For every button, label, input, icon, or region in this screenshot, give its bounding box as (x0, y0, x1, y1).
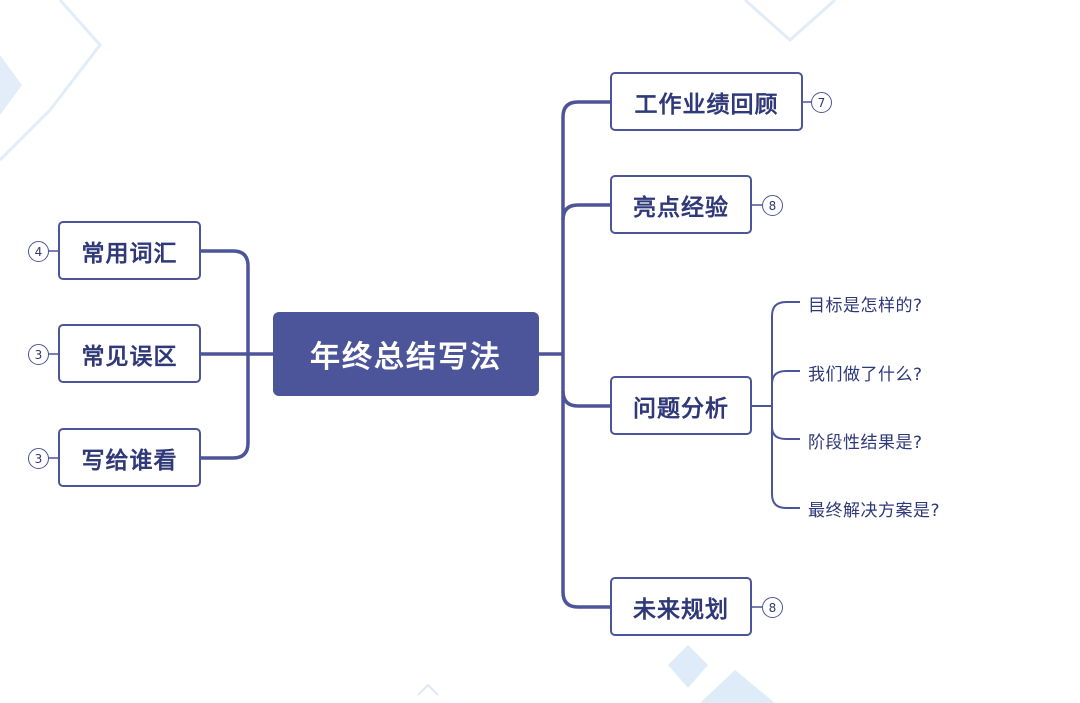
count-badge[interactable]: 8 (762, 195, 783, 216)
branch-label: 问题分析 (633, 395, 729, 422)
connector-line (561, 390, 610, 408)
branch-label: 工作业绩回顾 (634, 91, 779, 118)
branch-label: 常见误区 (81, 343, 178, 370)
branch-node-problem-analysis[interactable]: 问题分析 (610, 376, 752, 435)
branch-label: 亮点经验 (633, 194, 729, 221)
bg-outline-shape (417, 683, 439, 696)
branch-node-future-plan[interactable]: 未来规划 (610, 577, 752, 636)
branch-node-common-words[interactable]: 常用词汇 (58, 221, 201, 280)
connector-line (771, 301, 800, 509)
leaf-topic[interactable]: 我们做了什么? (808, 365, 923, 385)
leaf-topic[interactable]: 最终解决方案是? (808, 501, 941, 521)
branch-node-performance-review[interactable]: 工作业绩回顾 (610, 72, 803, 131)
branch-node-common-mistakes[interactable]: 常见误区 (58, 324, 201, 383)
count-badge[interactable]: 8 (762, 597, 783, 618)
branch-node-highlights[interactable]: 亮点经验 (610, 175, 752, 234)
bg-outline-shape (0, 0, 102, 162)
leaf-topic[interactable]: 目标是怎样的? (808, 296, 923, 316)
count-badge[interactable]: 3 (28, 448, 49, 469)
connector-line (771, 426, 800, 440)
bg-diamond-shape (700, 670, 775, 703)
root-label: 年终总结写法 (310, 340, 502, 375)
bg-diamond-shape (0, 55, 22, 115)
leaf-topic[interactable]: 阶段性结果是? (808, 433, 923, 453)
bg-diamond-shape (668, 645, 708, 688)
count-badge[interactable]: 4 (28, 241, 49, 262)
connector-line (561, 100, 610, 609)
branch-label: 未来规划 (633, 596, 729, 623)
connector-line (561, 203, 610, 221)
count-badge[interactable]: 7 (811, 92, 832, 113)
branch-label: 常用词汇 (81, 240, 178, 267)
branch-label: 写给谁看 (81, 447, 178, 474)
count-badge[interactable]: 3 (28, 344, 49, 365)
root-node[interactable]: 年终总结写法 (273, 312, 539, 396)
branch-node-audience[interactable]: 写给谁看 (58, 428, 201, 487)
connector-line (771, 370, 800, 385)
bg-outline-shape (744, 0, 836, 43)
